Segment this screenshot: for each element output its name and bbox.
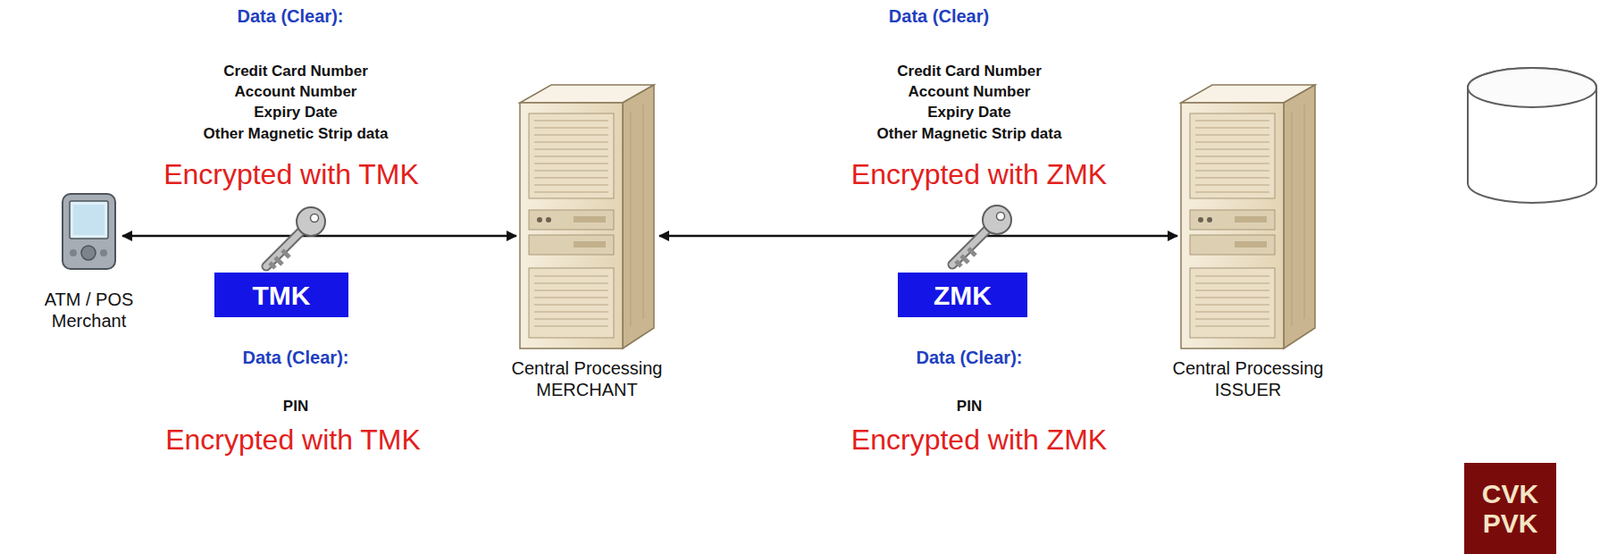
box-label: TMK <box>252 280 311 310</box>
data-field: PIN <box>956 397 982 416</box>
box-label: CVK PVK <box>1471 478 1550 538</box>
encryption-note: Encrypted with TMK <box>165 423 421 457</box>
encryption-note: Encrypted with TMK <box>163 158 419 192</box>
data-field: Credit Card Number <box>223 62 369 81</box>
atm-pos-icon <box>62 193 116 269</box>
key-icon <box>952 205 1012 267</box>
encryption-note: Encrypted with ZMK <box>851 423 1107 457</box>
data-field: Account Number <box>908 83 1031 101</box>
data-field: Expiry Date <box>253 103 338 122</box>
data-field: Other Magnetic Strip data <box>877 125 1063 143</box>
database-cylinder <box>1467 67 1597 203</box>
key-box: ZMK <box>897 272 1028 318</box>
link-arrow <box>659 234 1178 238</box>
key-icon <box>266 207 326 269</box>
data-field: Expiry Date <box>927 103 1012 122</box>
encryption-note: Encrypted with ZMK <box>851 158 1107 192</box>
icon-label: Central Processing ISSUER <box>1140 357 1356 401</box>
data-field: Other Magnetic Strip data <box>203 125 389 143</box>
data-field: Credit Card Number <box>896 62 1042 81</box>
icon-label: Central Processing MERCHANT <box>479 357 695 401</box>
server-node: Central Processing ISSUER <box>1181 84 1316 349</box>
server-node: Central Processing MERCHANT <box>519 84 654 349</box>
key-box: TMK <box>214 272 349 318</box>
key-box: CVK PVK <box>1464 462 1557 554</box>
link-arrow <box>122 234 517 238</box>
section-heading: Data (Clear) <box>888 6 989 27</box>
section-heading: Data (Clear): <box>242 347 350 369</box>
section-heading: Data (Clear): <box>916 347 1023 369</box>
server-icon <box>519 84 654 349</box>
section-heading: Data (Clear): <box>237 6 344 27</box>
atm-pos-node: ATM / POS Merchant <box>60 192 118 271</box>
box-label: ZMK <box>933 280 992 310</box>
server-icon <box>1181 84 1316 349</box>
data-field: PIN <box>283 397 309 416</box>
icon-label: ATM / POS Merchant <box>17 288 161 332</box>
data-field: Account Number <box>234 83 358 101</box>
